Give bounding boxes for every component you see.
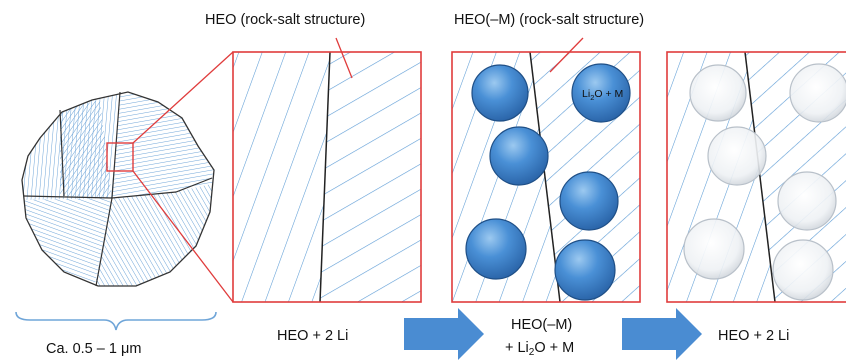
dissolved-particles xyxy=(683,63,846,301)
step2-o-m: O + M xyxy=(534,340,574,356)
step2-plus-li: + Li xyxy=(505,340,529,356)
panel-heo xyxy=(232,51,422,303)
leader-heo xyxy=(335,37,353,79)
label-scale: Ca. 0.5 – 1 μm xyxy=(46,341,141,357)
grain-outline xyxy=(21,91,215,287)
scale-brace xyxy=(15,311,217,331)
arrow-reverse xyxy=(622,308,702,360)
step2-sub: 2 xyxy=(529,347,535,358)
zoom-line-bottom xyxy=(132,170,234,303)
polycrystal-grain xyxy=(22,92,214,286)
label-step1: HEO + 2 Li xyxy=(277,328,348,344)
label-heo-m-structure: HEO(–M) (rock-salt structure) xyxy=(454,12,644,28)
li2o-m-li: Li xyxy=(582,88,590,100)
zoom-box xyxy=(106,142,134,172)
label-step2-line2: + Li2O + M xyxy=(505,340,574,358)
label-heo-structure: HEO (rock-salt structure) xyxy=(205,12,365,28)
li2o-m-rest: O + M xyxy=(594,88,623,100)
label-li2o-m: Li2O + M xyxy=(582,88,623,102)
li2o-m-sub: 2 xyxy=(590,93,594,102)
zoom-line-top xyxy=(132,51,234,144)
panel-heo-m xyxy=(451,51,641,303)
leader-heo-m xyxy=(549,37,584,73)
label-step3: HEO + 2 Li xyxy=(718,328,789,344)
label-step2-line1: HEO(–M) xyxy=(511,317,572,333)
arrow-forward xyxy=(404,308,484,360)
li2o-m-particles xyxy=(465,63,631,301)
grain-boundaries xyxy=(23,91,213,287)
panel-heo-restored xyxy=(666,51,846,303)
